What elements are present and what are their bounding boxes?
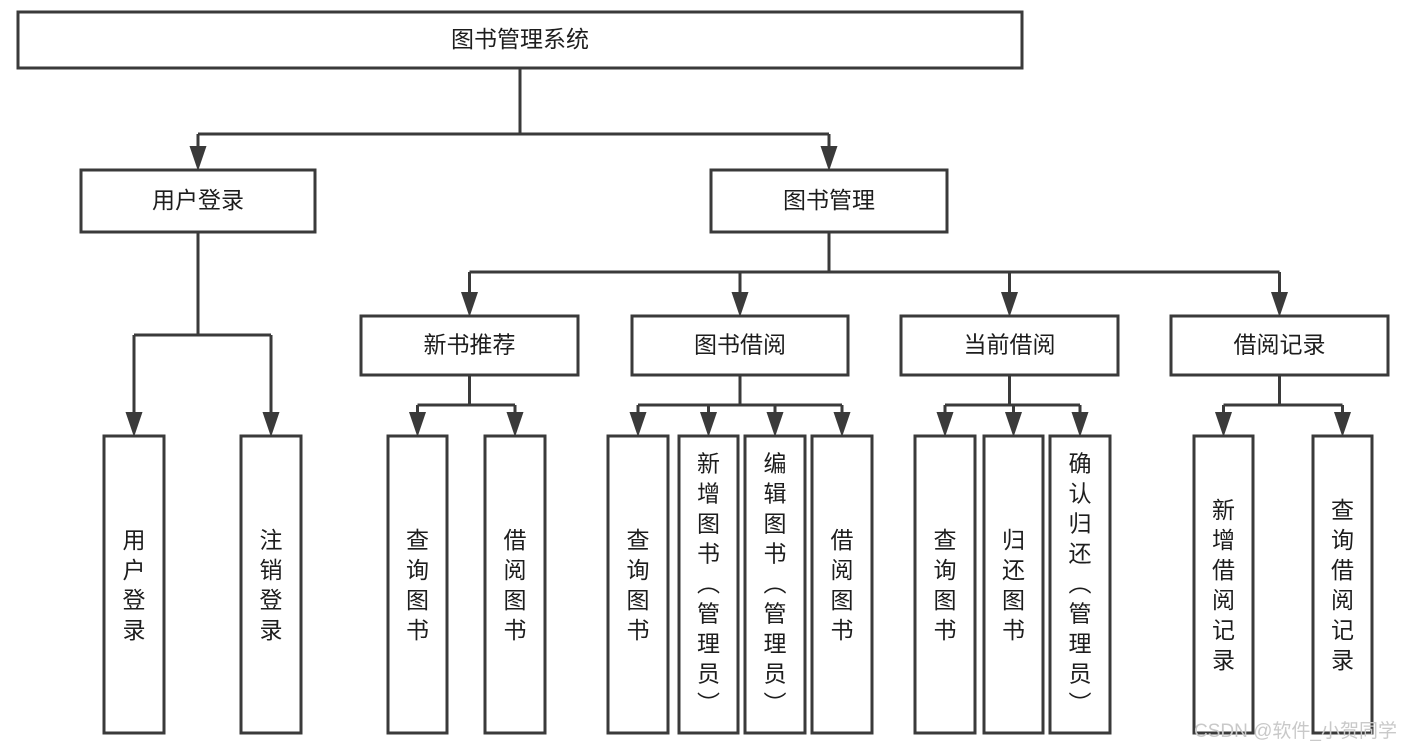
node-label: 用户登录	[152, 187, 244, 213]
arrow-head-icon	[1271, 292, 1288, 317]
arrow-head-icon	[833, 412, 851, 437]
node-box[interactable]	[1192, 434, 1255, 735]
connector-group	[189, 68, 838, 171]
node-leaf-query-book-3[interactable]: 查询图书	[913, 434, 977, 735]
node-user-login[interactable]: 用户登录	[79, 168, 317, 234]
node-box[interactable]	[239, 434, 303, 735]
arrow-head-icon	[461, 292, 478, 317]
node-box[interactable]	[743, 434, 807, 735]
node-box[interactable]	[677, 434, 740, 735]
arrow-head-icon	[1071, 412, 1089, 437]
node-label: 图书管理	[783, 187, 875, 213]
node-label: 借阅图书	[504, 527, 527, 643]
arrow-head-icon	[1215, 412, 1232, 437]
node-leaf-user-login[interactable]: 用户登录	[102, 434, 166, 735]
node-borrow-record[interactable]: 借阅记录	[1169, 314, 1390, 377]
node-new-book-rec[interactable]: 新书推荐	[359, 314, 580, 377]
node-label: 新增图书︵管理员︶	[697, 450, 720, 716]
connector-group	[461, 232, 1288, 317]
node-box[interactable]	[709, 168, 949, 234]
arrow-head-icon	[629, 412, 647, 437]
connector-group	[409, 375, 524, 437]
node-root-图书管理系统[interactable]: 图书管理系统	[16, 10, 1024, 70]
arrow-head-icon	[189, 146, 207, 171]
node-box[interactable]	[913, 434, 977, 735]
node-label: 新增借阅记录	[1212, 497, 1235, 673]
node-label: 用户登录	[123, 527, 146, 643]
arrow-head-icon	[766, 412, 784, 437]
node-layer: 图书管理系统用户登录图书管理新书推荐图书借阅当前借阅借阅记录用户登录注销登录查询…	[16, 10, 1390, 735]
node-box[interactable]	[359, 314, 580, 377]
node-label: 当前借阅	[964, 332, 1056, 358]
node-leaf-add-book[interactable]: 新增图书︵管理员︶	[677, 434, 740, 735]
arrow-head-icon	[506, 412, 524, 437]
node-label: 编辑图书︵管理员︶	[764, 450, 787, 716]
connector-group	[936, 375, 1089, 437]
node-label: 查询借阅记录	[1331, 497, 1354, 673]
node-book-manage[interactable]: 图书管理	[709, 168, 949, 234]
node-leaf-return-book[interactable]: 归还图书	[982, 434, 1045, 735]
node-label: 借阅图书	[831, 527, 854, 643]
node-box[interactable]	[16, 10, 1024, 70]
arrow-head-icon	[262, 412, 280, 437]
node-label: 图书借阅	[694, 332, 786, 358]
connector-group	[125, 232, 280, 437]
node-label: 查询图书	[627, 527, 650, 643]
node-label: 查询图书	[406, 527, 429, 643]
node-leaf-borrow-book-1[interactable]: 借阅图书	[483, 434, 547, 735]
node-leaf-query-record[interactable]: 查询借阅记录	[1311, 434, 1374, 735]
node-label: 查询图书	[934, 527, 957, 643]
node-leaf-add-record[interactable]: 新增借阅记录	[1192, 434, 1255, 735]
node-label: 新书推荐	[424, 332, 516, 358]
node-box[interactable]	[1311, 434, 1374, 735]
node-box[interactable]	[386, 434, 449, 735]
csdn-watermark: CSDN @软件_小贺同学	[1194, 721, 1397, 742]
node-box[interactable]	[79, 168, 317, 234]
arrow-head-icon	[700, 412, 717, 437]
node-leaf-borrow-book-2[interactable]: 借阅图书	[810, 434, 874, 735]
arrow-head-icon	[409, 412, 426, 437]
arrow-head-icon	[936, 412, 954, 437]
arrow-head-icon	[125, 412, 143, 437]
node-leaf-logout[interactable]: 注销登录	[239, 434, 303, 735]
arrow-head-icon	[1334, 412, 1351, 437]
node-label: 注销登录	[260, 527, 283, 643]
node-leaf-query-book-1[interactable]: 查询图书	[386, 434, 449, 735]
node-box[interactable]	[1048, 434, 1112, 735]
node-box[interactable]	[899, 314, 1120, 377]
node-label: 确认归还︵管理员︶	[1069, 450, 1092, 716]
arrow-head-icon	[820, 146, 838, 171]
node-leaf-edit-book[interactable]: 编辑图书︵管理员︶	[743, 434, 807, 735]
node-leaf-query-book-2[interactable]: 查询图书	[606, 434, 670, 735]
arrow-head-icon	[1005, 412, 1022, 437]
node-leaf-confirm-return[interactable]: 确认归还︵管理员︶	[1048, 434, 1112, 735]
node-label: 借阅记录	[1234, 332, 1326, 358]
node-box[interactable]	[630, 314, 850, 377]
node-current-borrow[interactable]: 当前借阅	[899, 314, 1120, 377]
connector-layer	[125, 68, 1351, 437]
node-box[interactable]	[1169, 314, 1390, 377]
node-label: 图书管理系统	[451, 26, 589, 52]
node-box[interactable]	[483, 434, 547, 735]
connector-group	[1215, 375, 1351, 437]
node-box[interactable]	[810, 434, 874, 735]
node-box[interactable]	[102, 434, 166, 735]
connector-group	[629, 375, 851, 437]
arrow-head-icon	[731, 292, 749, 317]
node-box[interactable]	[982, 434, 1045, 735]
node-book-borrow[interactable]: 图书借阅	[630, 314, 850, 377]
node-label: 归还图书	[1002, 527, 1025, 643]
arrow-head-icon	[1001, 292, 1018, 317]
node-box[interactable]	[606, 434, 670, 735]
